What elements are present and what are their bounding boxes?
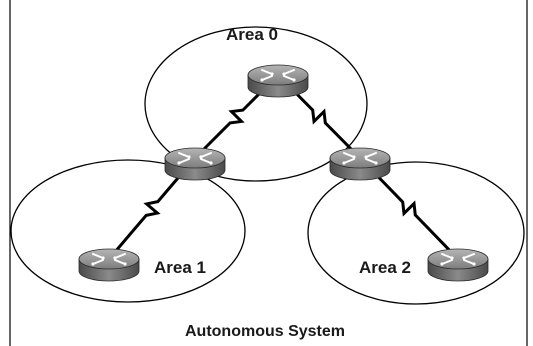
area-1-label: Area 1 bbox=[154, 258, 206, 277]
serial-link-r0-abr1 bbox=[193, 73, 280, 160]
serial-link-abr2-r2 bbox=[358, 156, 460, 261]
area-2-boundary bbox=[307, 161, 525, 305]
router-icon bbox=[78, 248, 140, 282]
router-icon bbox=[164, 147, 226, 181]
area-0-boundary bbox=[144, 26, 368, 182]
router-icon bbox=[247, 64, 309, 98]
area-1-boundary bbox=[10, 159, 246, 303]
router-icon bbox=[329, 147, 391, 181]
router-icon bbox=[427, 248, 489, 282]
serial-link-r0-abr2 bbox=[276, 73, 362, 160]
autonomous-system-label: Autonomous System bbox=[185, 323, 345, 340]
serial-links bbox=[107, 73, 460, 261]
area-2-label: Area 2 bbox=[359, 258, 411, 277]
routers bbox=[78, 64, 489, 282]
area-0-label: Area 0 bbox=[226, 25, 278, 44]
serial-link-abr1-r1 bbox=[107, 157, 197, 260]
